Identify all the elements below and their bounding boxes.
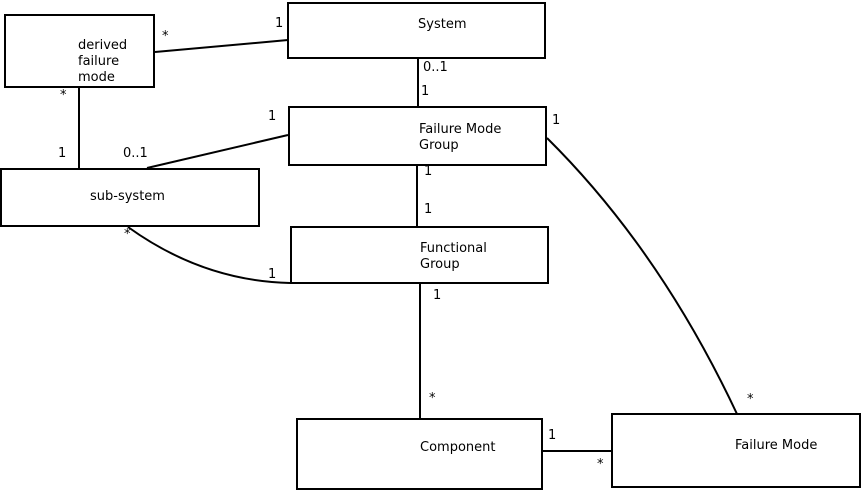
edge-failure-mode-group-sub-system (146, 134, 289, 169)
entity-label-system: System (418, 17, 467, 32)
multiplicity-component-end: * (429, 391, 436, 406)
multiplicity-component-end: 1 (548, 428, 557, 443)
multiplicity-functional-group-end: 1 (433, 288, 442, 303)
multiplicity-functional-group-end: 1 (268, 267, 277, 282)
entity-label-component: Component (420, 440, 496, 455)
entity-label-sub-system: sub-system (90, 189, 165, 204)
multiplicity-sub-system-end: 1 (58, 146, 67, 161)
entity-label-failure-mode-group: Failure Mode Group (419, 122, 502, 153)
entity-box-failure-mode (611, 413, 861, 488)
multiplicity-failure-mode-end: * (747, 392, 754, 407)
entity-box-system (287, 2, 546, 59)
multiplicity-failure-mode-group-end: 1 (552, 113, 561, 128)
multiplicity-functional-group-end: 1 (424, 202, 433, 217)
multiplicity-sub-system-end: * (124, 227, 131, 242)
edge-sub-system-functional-group (127, 226, 291, 284)
multiplicity-system-end: 0..1 (423, 60, 448, 75)
multiplicity-failure-mode-group-end: 1 (268, 109, 277, 124)
edge-derived-failure-mode-system (154, 39, 289, 53)
entity-box-failure-mode-group (288, 106, 547, 166)
multiplicity-failure-mode-group-end: 1 (421, 84, 430, 99)
entity-label-failure-mode: Failure Mode (735, 438, 818, 453)
multiplicity-failure-mode-group-end: 1 (424, 164, 433, 179)
entity-label-derived-failure-mode: derived failure mode (78, 38, 128, 85)
entity-box-component (296, 418, 543, 490)
multiplicity-failure-mode-end: * (597, 457, 604, 472)
entity-label-functional-group: Functional Group (420, 241, 487, 272)
entity-box-functional-group (290, 226, 549, 284)
multiplicity-sub-system-end: 0..1 (123, 146, 148, 161)
multiplicity-derived-failure-mode-end: * (60, 88, 67, 103)
edge-failure-mode-group-failure-mode (546, 137, 738, 415)
multiplicity-system-end: 1 (275, 16, 284, 31)
entity-box-sub-system (0, 168, 260, 227)
multiplicity-derived-failure-mode-end: * (162, 29, 169, 44)
entity-box-derived-failure-mode (4, 14, 155, 88)
